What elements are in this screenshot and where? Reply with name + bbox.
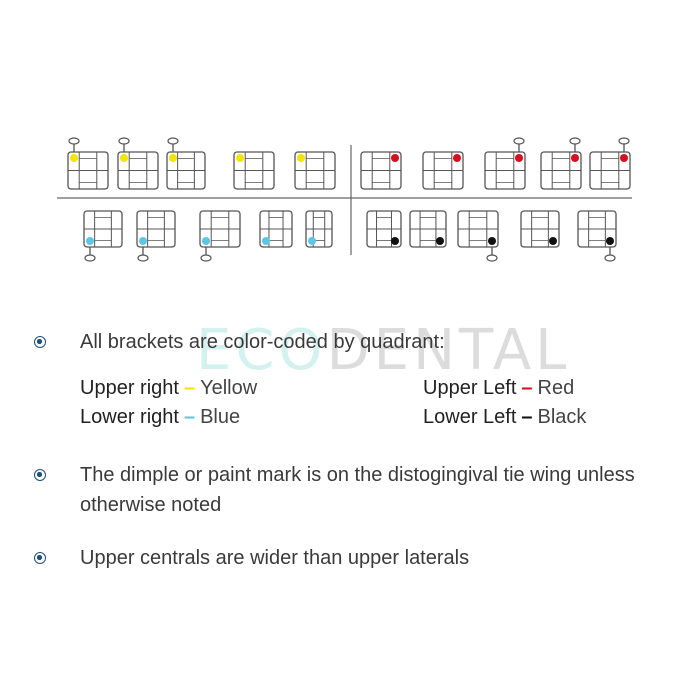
lower-bracket [199,210,241,262]
bracket-quadrant-diagram [57,137,632,262]
lower-bracket-row [83,210,617,262]
bullet-icon [34,469,46,481]
upper-bracket [360,151,402,190]
lower-bracket [259,210,293,248]
upper-bracket [67,137,109,190]
paint-mark-dot [488,237,496,245]
upper-bracket [540,137,582,190]
legend-upper-left: Upper Left–Red [423,377,575,399]
legend-upper-right: Upper right–Yellow [80,377,258,399]
paint-mark-dot [86,237,94,245]
lower-bracket [577,210,617,262]
paint-mark-dot [139,237,147,245]
paint-mark-dot [308,237,316,245]
legend-lower-right: Lower right–Blue [80,406,241,428]
paint-mark-dot [391,154,399,162]
paint-mark-dot [169,154,177,162]
paint-mark-dot [236,154,244,162]
paint-mark-dot [571,154,579,162]
upper-bracket [117,137,159,190]
bullet-text: The dimple or paint mark is on the disto… [80,464,635,516]
upper-bracket-row [67,137,631,190]
legend-dash-black: – [521,406,533,428]
lower-bracket [305,210,333,248]
lower-bracket [409,210,447,248]
upper-bracket [422,151,464,190]
legend-lower-left: Lower Left–Black [423,406,587,428]
upper-bracket [233,151,275,190]
legend-dash-yellow: – [183,377,196,399]
lower-bracket [520,210,560,248]
paint-mark-dot [620,154,628,162]
paint-mark-dot [120,154,128,162]
paint-mark-dot [391,237,399,245]
paint-mark-dot [262,237,270,245]
legend-dash-red: – [521,377,533,399]
paint-mark-dot [549,237,557,245]
lower-bracket [457,210,499,262]
upper-bracket [294,151,336,190]
bullet-icon [34,336,46,348]
bullet-text: Upper centrals are wider than upper late… [80,547,470,569]
paint-mark-dot [70,154,78,162]
paint-mark-dot [453,154,461,162]
lower-bracket [83,210,123,262]
bullet-text: All brackets are color-coded by quadrant… [80,331,445,353]
bullet-icon [34,552,46,564]
upper-bracket [484,137,526,190]
upper-bracket [166,137,206,190]
paint-mark-dot [297,154,305,162]
lower-bracket [366,210,402,248]
lower-bracket [136,210,176,262]
paint-mark-dot [606,237,614,245]
paint-mark-dot [202,237,210,245]
upper-bracket [589,137,631,190]
paint-mark-dot [436,237,444,245]
legend-dash-blue: – [183,406,196,428]
paint-mark-dot [515,154,523,162]
